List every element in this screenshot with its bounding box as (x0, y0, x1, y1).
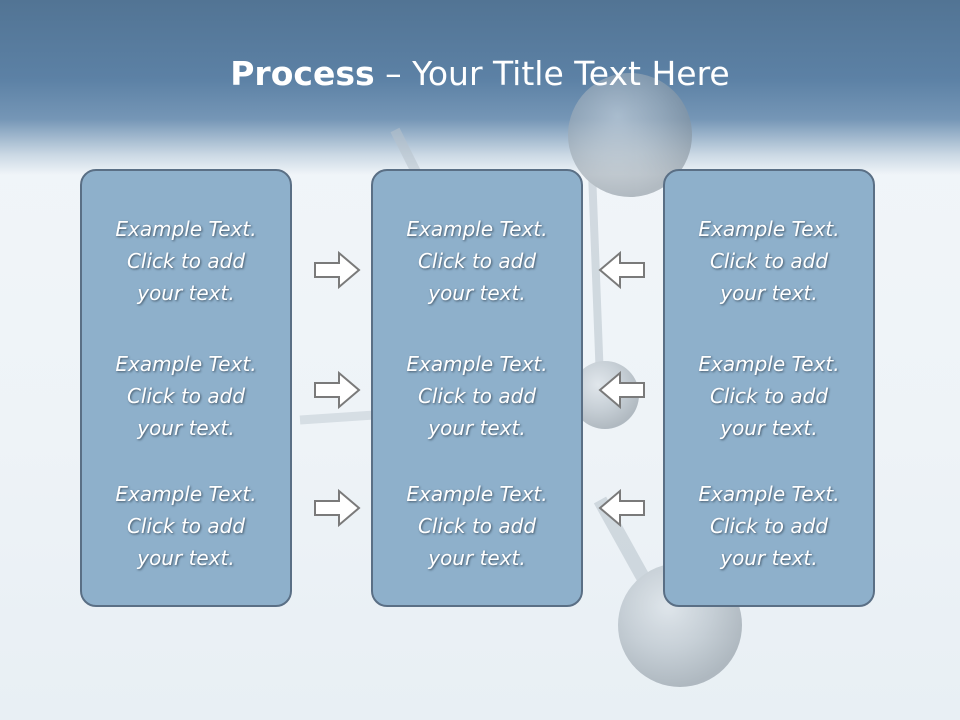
text-block[interactable]: Example Text. Click to add your text. (698, 217, 840, 305)
text-block[interactable]: Example Text. Click to add your text. (406, 352, 548, 440)
text-block[interactable]: Example Text. Click to add your text. (698, 352, 840, 440)
text-block[interactable]: Example Text. Click to add your text. (115, 352, 257, 440)
header-band (0, 0, 960, 175)
slide-title: Process – Your Title Text Here (0, 52, 960, 96)
text-block[interactable]: Example Text. Click to add your text. (406, 482, 548, 570)
text-block[interactable]: Example Text. Click to add your text. (406, 217, 548, 305)
title-rest: – Your Title Text Here (374, 54, 730, 93)
right-arrow-icon (314, 488, 361, 528)
panel-middle[interactable]: Example Text. Click to add your text. Ex… (371, 169, 583, 607)
left-arrow-icon (598, 488, 645, 528)
left-arrow-icon (598, 370, 645, 410)
text-block[interactable]: Example Text. Click to add your text. (698, 482, 840, 570)
text-block[interactable]: Example Text. Click to add your text. (115, 482, 257, 570)
text-block[interactable]: Example Text. Click to add your text. (115, 217, 257, 305)
panel-right[interactable]: Example Text. Click to add your text. Ex… (663, 169, 875, 607)
title-bold: Process (230, 54, 375, 93)
right-arrow-icon (314, 370, 361, 410)
right-arrow-icon (314, 250, 361, 290)
left-arrow-icon (598, 250, 645, 290)
panel-left[interactable]: Example Text. Click to add your text. Ex… (80, 169, 292, 607)
